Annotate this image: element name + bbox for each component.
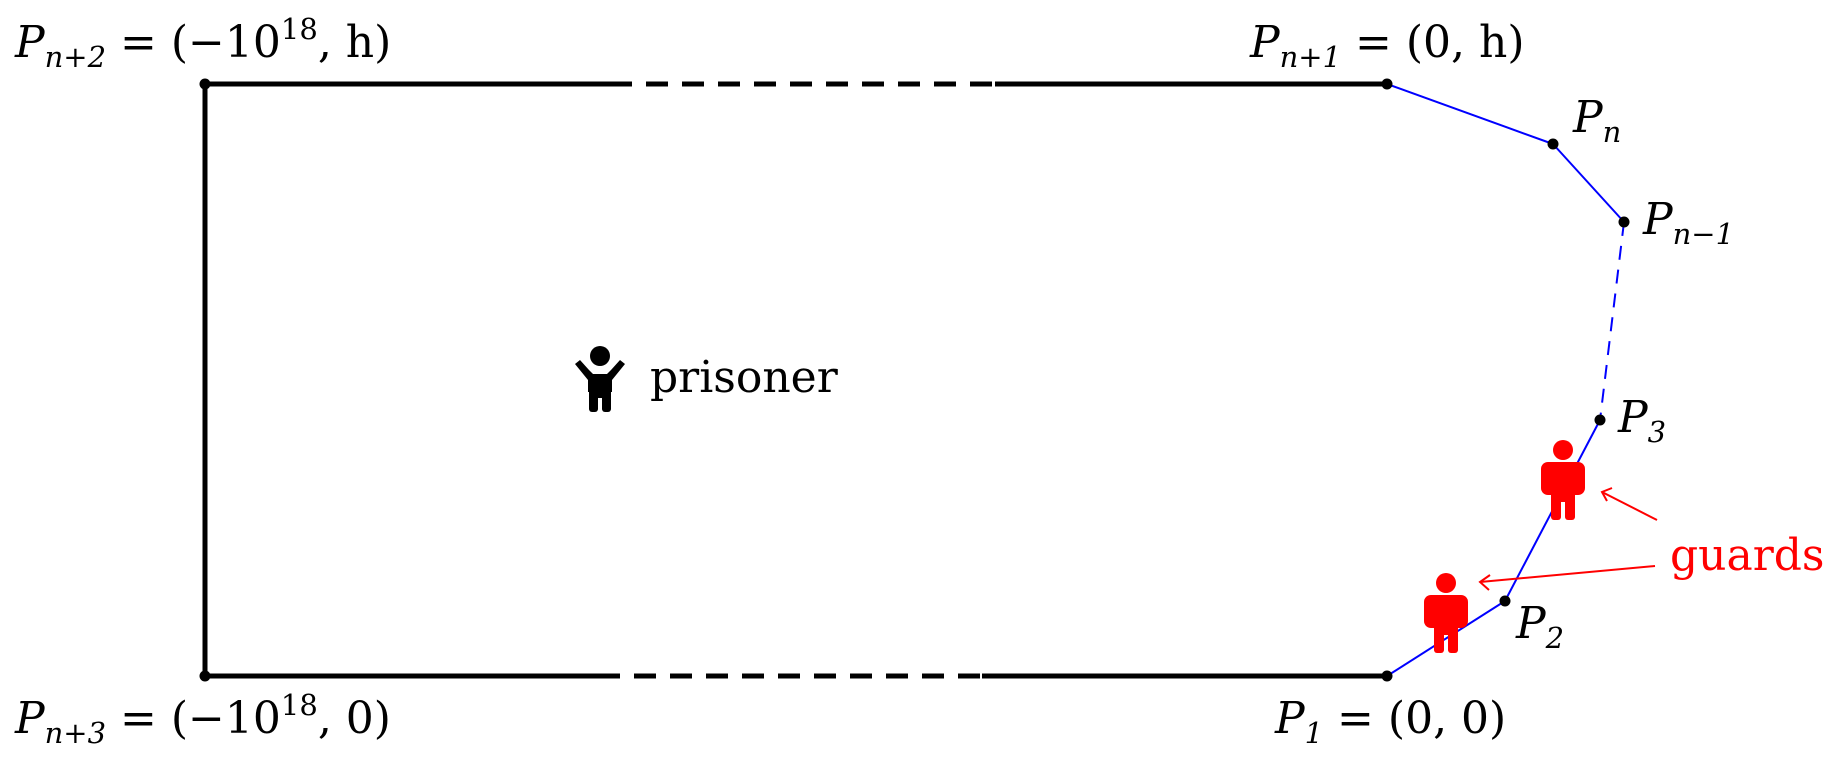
label-p1: P1 = (0, 0) [1274, 693, 1506, 750]
label-pn1: Pn+1 = (0, h) [1249, 17, 1525, 74]
edge-pn-pnm1 [1552, 143, 1625, 223]
arrow-to-lower-guard [1479, 565, 1656, 583]
guard-icon-upper [1541, 440, 1585, 520]
label-pn3: Pn+3 = (−1018, 0) [14, 688, 391, 750]
vertex-pnm1 [1618, 216, 1630, 228]
vertex-p3 [1594, 414, 1606, 426]
label-pn: Pn [1572, 92, 1621, 149]
label-p2: P2 [1515, 598, 1564, 655]
vertex-p1 [1381, 670, 1393, 682]
vertex-pn3 [199, 670, 211, 682]
prisoner-label: prisoner [650, 352, 839, 403]
outer-walls [202, 81, 1387, 679]
vertex-p2 [1499, 595, 1511, 607]
vertices [199, 78, 1630, 682]
edge-pnm1-p3-dashed [1599, 221, 1625, 421]
vertex-pn2 [199, 78, 211, 90]
prisoner-icon [575, 346, 625, 412]
vertex-pn [1547, 138, 1559, 150]
vertex-pn1 [1381, 78, 1393, 90]
guard-arrows [1478, 487, 1658, 591]
label-pnm1: Pn−1 [1642, 194, 1734, 251]
edge-pn1-pn [1386, 83, 1554, 145]
label-pn2: Pn+2 = (−1018, h) [14, 12, 391, 74]
label-p3: P3 [1617, 392, 1666, 449]
arrow-to-upper-guard [1601, 491, 1658, 521]
guard-icon-lower [1424, 573, 1468, 653]
edge-p2-p1 [1386, 600, 1506, 677]
blue-chain [1386, 83, 1625, 677]
guards-label: guards [1670, 530, 1825, 581]
